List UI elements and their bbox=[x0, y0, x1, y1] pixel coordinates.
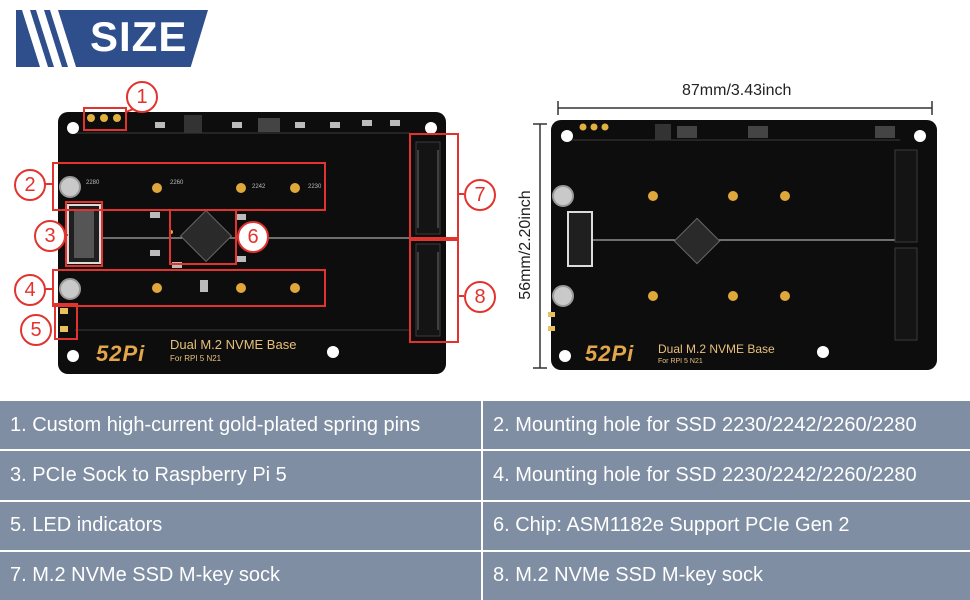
feature-4: 4. Mounting hole for SSD 2230/2242/2260/… bbox=[483, 449, 970, 499]
feature-5: 5. LED indicators bbox=[0, 499, 483, 550]
callout-7: 7 bbox=[464, 179, 496, 211]
callout-5: 5 bbox=[20, 314, 52, 346]
size-title: SIZE bbox=[90, 13, 188, 60]
led bbox=[60, 326, 68, 332]
feature-8: 8. M.2 NVMe SSD M-key sock bbox=[483, 549, 970, 600]
features-table: 1. Custom high-current gold-plated sprin… bbox=[0, 399, 970, 600]
right-pcb bbox=[551, 120, 937, 370]
stripes-decoration bbox=[22, 10, 76, 67]
silk-2242: 2242 bbox=[252, 184, 266, 190]
brand-logo-right: 52Pi bbox=[585, 341, 635, 366]
board-name-right: Dual M.2 NVME Base bbox=[658, 342, 775, 356]
height-dimension bbox=[533, 123, 547, 369]
size-badge: SIZE bbox=[16, 10, 208, 67]
board-name: Dual M.2 NVME Base bbox=[170, 337, 297, 352]
callout-6: 6 bbox=[237, 221, 269, 253]
asm-chip bbox=[179, 209, 233, 263]
silk-2280: 2280 bbox=[86, 180, 100, 186]
corner-hole bbox=[327, 346, 339, 358]
silk-2260: 2260 bbox=[170, 180, 184, 186]
callout-3: 3 bbox=[34, 220, 66, 252]
spring-pins bbox=[87, 114, 121, 122]
board-subtitle: For RPI 5 N21 bbox=[170, 354, 222, 363]
width-dimension bbox=[557, 101, 933, 115]
m2-socket-bottom bbox=[415, 243, 441, 337]
highlight-leds bbox=[54, 303, 78, 340]
highlight-spring-pins bbox=[83, 107, 127, 131]
brand-logo: 52Pi bbox=[96, 341, 146, 366]
callout-1: 1 bbox=[126, 81, 158, 113]
feature-1: 1. Custom high-current gold-plated sprin… bbox=[0, 399, 483, 450]
corner-hole bbox=[67, 122, 79, 134]
callout-2: 2 bbox=[14, 169, 46, 201]
callout-4: 4 bbox=[14, 274, 46, 306]
feature-7: 7. M.2 NVMe SSD M-key sock bbox=[0, 549, 483, 600]
feature-6: 6. Chip: ASM1182e Support PCIe Gen 2 bbox=[483, 499, 970, 550]
width-label: 87mm/3.43inch bbox=[682, 82, 792, 99]
standoff bbox=[59, 176, 81, 198]
callout-8: 8 bbox=[464, 281, 496, 313]
corner-hole bbox=[425, 122, 437, 134]
m2-socket-top bbox=[415, 141, 441, 235]
standoff bbox=[59, 278, 81, 300]
feature-3: 3. PCIe Sock to Raspberry Pi 5 bbox=[0, 449, 483, 500]
silk-2230: 2230 bbox=[308, 184, 322, 190]
board-subtitle-right: For RPI 5 N21 bbox=[658, 358, 703, 365]
highlight-socket-top bbox=[409, 133, 459, 239]
highlight-socket-bottom bbox=[409, 239, 459, 343]
feature-2: 2. Mounting hole for SSD 2230/2242/2260/… bbox=[483, 399, 970, 449]
height-label: 56mm/2.20inch bbox=[517, 190, 534, 300]
led bbox=[60, 308, 68, 314]
corner-hole bbox=[67, 350, 79, 362]
